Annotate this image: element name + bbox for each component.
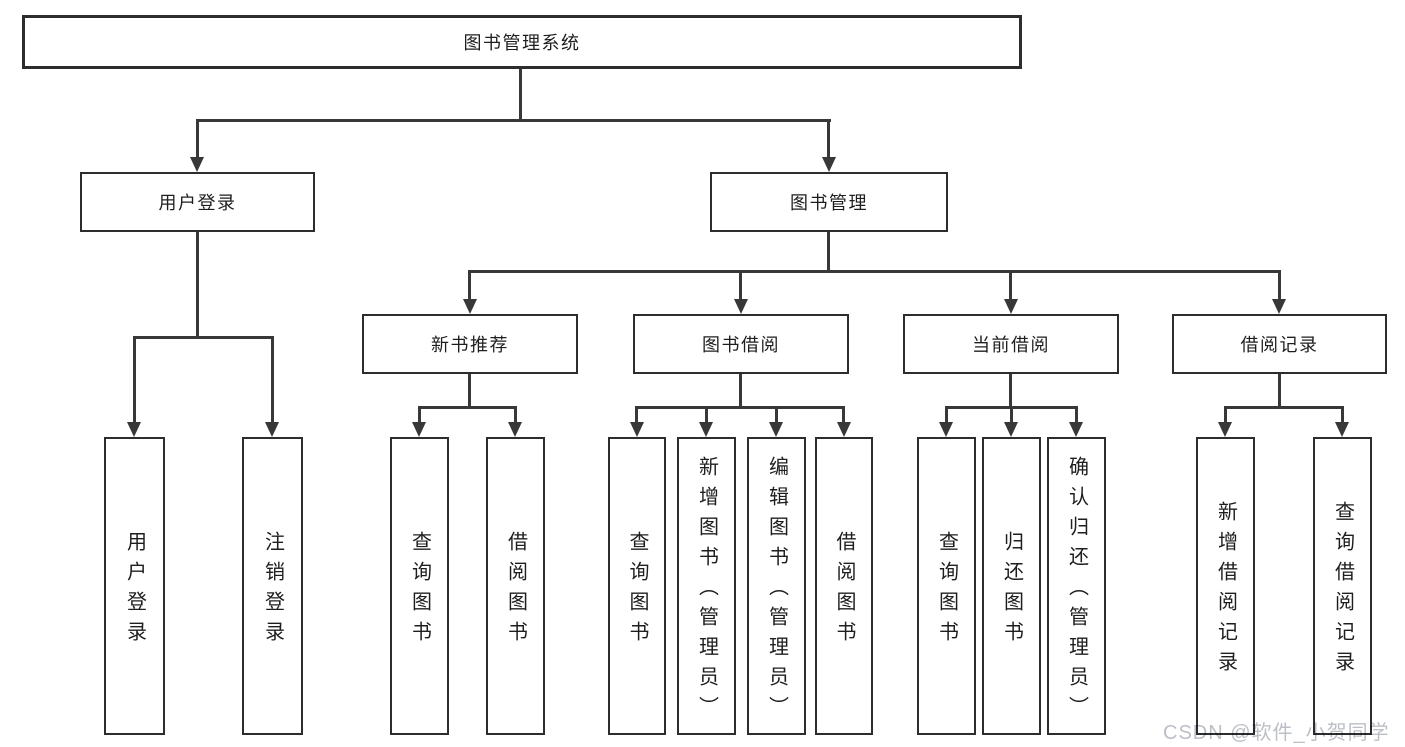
node-label: 查询图书 [408, 531, 431, 651]
node-borrow-books-1: 借阅图书 [486, 437, 545, 735]
connector-drop-borrowing-records [1278, 270, 1281, 301]
connector-drop-add-borrow-record [1224, 406, 1227, 424]
node-label: 确认归还（管理员） [1065, 456, 1088, 726]
connector-stem-book-borrowing [739, 374, 742, 409]
connector-rail-book-borrowing [635, 406, 845, 409]
node-label: 编辑图书（管理员） [765, 456, 788, 726]
connector-rail-borrowing-records [1224, 406, 1344, 409]
node-label: 查询借阅记录 [1331, 501, 1354, 681]
node-label: 图书管理系统 [463, 33, 581, 53]
connector-drop-query-books-3 [945, 406, 948, 424]
connector-drop-query-books-1 [418, 406, 421, 424]
connector-stem-user-login-branch [196, 232, 199, 338]
node-label: 借阅记录 [1240, 335, 1319, 355]
node-confirm-return-admin: 确认归还（管理员） [1047, 437, 1106, 735]
node-label: 图书借阅 [702, 335, 780, 355]
arrowhead-query-books-3 [939, 422, 953, 437]
csdn-watermark: CSDN @软件_小贺同学 [1163, 722, 1390, 744]
arrowhead-add-books-admin [699, 422, 713, 437]
arrowhead-borrowing-records [1272, 299, 1286, 314]
connector-drop-borrow-books-1 [514, 406, 517, 424]
connector-drop-add-books-admin [705, 406, 708, 424]
node-user-login-branch: 用户登录 [80, 172, 315, 232]
connector-drop-user-login-leaf [133, 336, 136, 424]
node-book-borrowing: 图书借阅 [633, 314, 849, 374]
arrowhead-user-login-leaf [127, 422, 141, 437]
node-query-books-2: 查询图书 [608, 437, 666, 735]
arrowhead-book-management [822, 157, 836, 172]
arrowhead-add-borrow-record [1218, 422, 1232, 437]
node-current-borrowing: 当前借阅 [903, 314, 1119, 374]
connector-drop-current-borrowing [1009, 270, 1012, 301]
connector-stem-new-book-recommend [468, 374, 471, 409]
node-library-management-system: 图书管理系统 [22, 15, 1022, 69]
node-label: 图书管理 [790, 193, 868, 213]
node-label: 用户登录 [123, 531, 146, 651]
node-query-borrow-record: 查询借阅记录 [1313, 437, 1372, 735]
connector-rail-level2 [196, 119, 831, 122]
connector-drop-query-borrow-record [1341, 406, 1344, 424]
node-query-books-3: 查询图书 [917, 437, 976, 735]
connector-drop-book-management [827, 119, 830, 160]
connector-rail-new-book-recommend [418, 406, 517, 409]
connector-stem-borrowing-records [1278, 374, 1281, 409]
arrowhead-borrow-books-2 [837, 422, 851, 437]
arrowhead-user-login-branch [190, 157, 204, 172]
arrowhead-query-borrow-record [1335, 422, 1349, 437]
connector-drop-book-borrowing [739, 270, 742, 301]
connector-rail-level3 [468, 270, 1281, 273]
node-label: 借阅图书 [833, 531, 855, 651]
arrowhead-borrow-books-1 [508, 422, 522, 437]
arrowhead-edit-books-admin [769, 422, 783, 437]
connector-drop-query-books-2 [635, 406, 638, 424]
arrowhead-new-book-recommend [463, 299, 477, 314]
node-label: 归还图书 [1000, 531, 1023, 651]
node-return-books: 归还图书 [982, 437, 1041, 735]
node-label: 注销登录 [261, 531, 284, 651]
node-label: 新增图书（管理员） [695, 456, 718, 726]
arrowhead-logout-leaf [265, 422, 279, 437]
node-query-books-1: 查询图书 [390, 437, 449, 735]
node-label: 借阅图书 [504, 531, 527, 651]
node-add-books-admin: 新增图书（管理员） [677, 437, 736, 735]
connector-drop-new-book-recommend [468, 270, 471, 301]
node-borrow-books-2: 借阅图书 [815, 437, 873, 735]
connector-rail-user-login [133, 336, 274, 339]
node-label: 新增借阅记录 [1214, 501, 1237, 681]
connector-drop-edit-books-admin [775, 406, 778, 424]
node-borrowing-records: 借阅记录 [1172, 314, 1387, 374]
node-user-login-leaf: 用户登录 [104, 437, 165, 735]
node-label: 用户登录 [158, 193, 237, 213]
arrowhead-book-borrowing [734, 299, 748, 314]
connector-drop-confirm-return-admin [1075, 406, 1078, 424]
node-label: 当前借阅 [972, 335, 1050, 355]
node-logout-leaf: 注销登录 [242, 437, 303, 735]
node-label: 新书推荐 [431, 335, 509, 355]
connector-drop-borrow-books-2 [842, 406, 845, 424]
node-label: 查询图书 [935, 531, 958, 651]
node-label: 查询图书 [626, 531, 648, 651]
node-add-borrow-record: 新增借阅记录 [1196, 437, 1255, 735]
connector-stem-root [519, 69, 522, 121]
node-book-management: 图书管理 [710, 172, 948, 232]
arrowhead-return-books [1004, 422, 1018, 437]
node-new-book-recommend: 新书推荐 [362, 314, 578, 374]
connector-stem-current-borrowing [1009, 374, 1012, 409]
connector-drop-logout-leaf [271, 336, 274, 424]
arrowhead-query-books-2 [630, 422, 644, 437]
arrowhead-confirm-return-admin [1069, 422, 1083, 437]
connector-stem-book-management [827, 232, 830, 272]
arrowhead-query-books-1 [412, 422, 426, 437]
connector-drop-return-books [1010, 406, 1013, 424]
arrowhead-current-borrowing [1004, 299, 1018, 314]
connector-drop-user-login-branch [196, 119, 199, 160]
node-edit-books-admin: 编辑图书（管理员） [747, 437, 806, 735]
